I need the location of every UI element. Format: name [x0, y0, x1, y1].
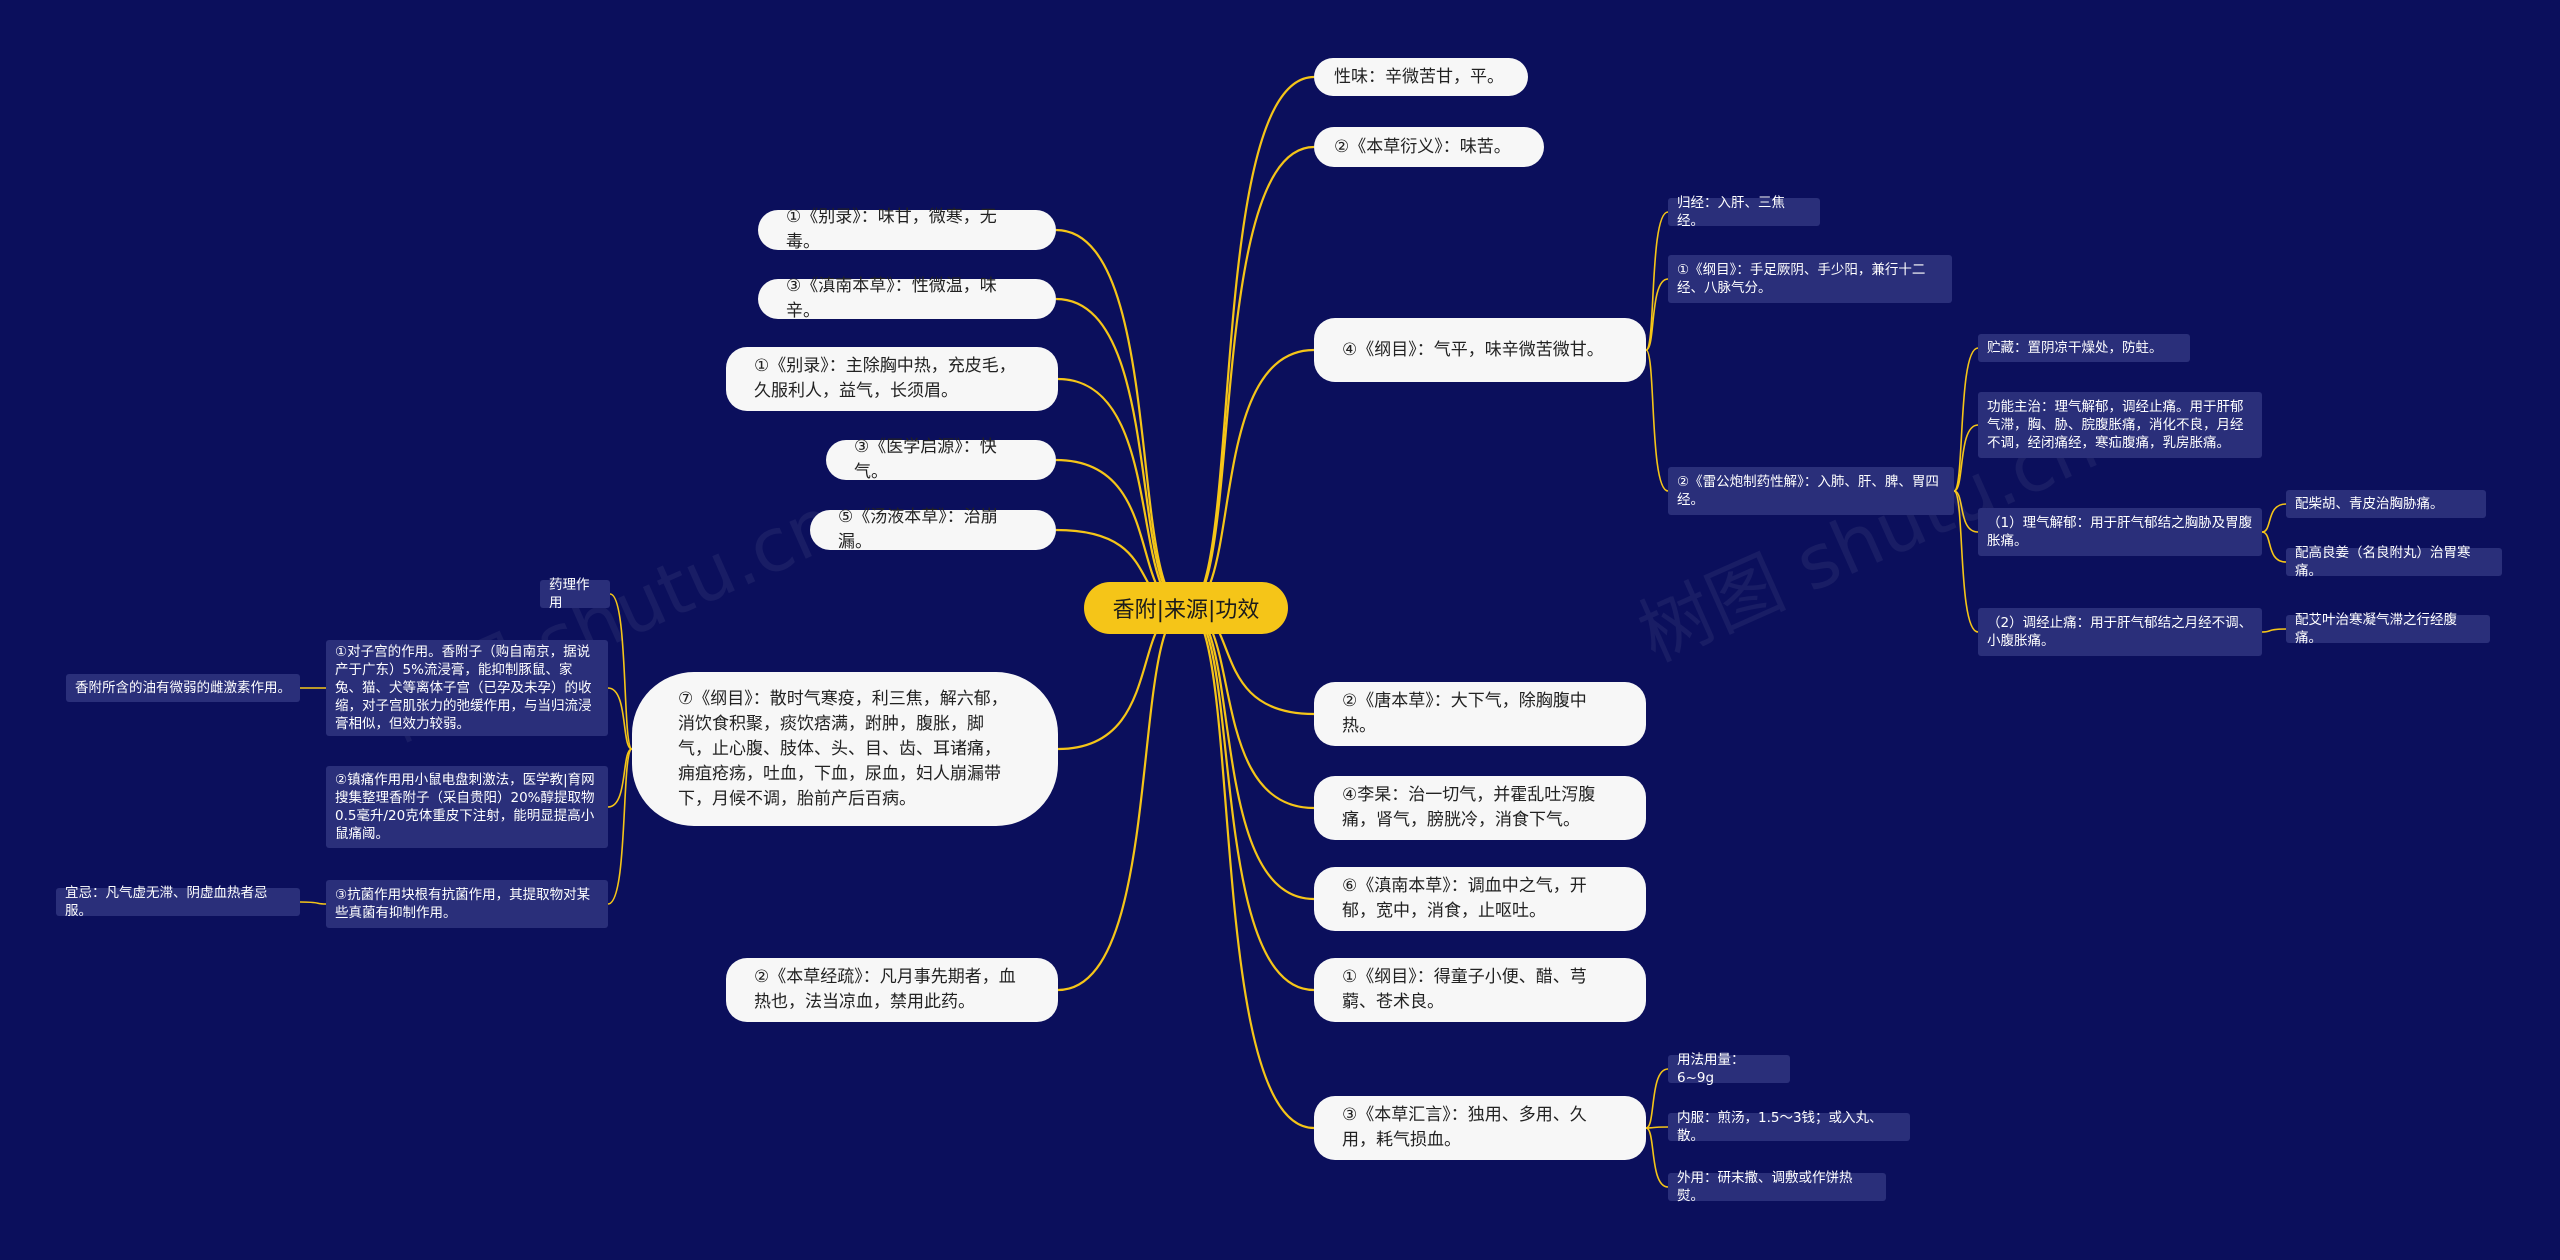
connector-c3-2	[1953, 490, 1979, 533]
node-yaoli-zuoyong[interactable]: 药理作用	[540, 577, 610, 611]
node-kangjun[interactable]: ③抗菌作用块根有抗菌作用，其提取物对某些真菌有抑制作用。	[326, 880, 608, 928]
node-zhucang[interactable]: 贮藏：置阴凉干燥处，防蛀。	[1978, 334, 2190, 362]
branch-ligao[interactable]: ④李杲：治一切气，并霍乱吐泻腹痛，肾气，膀胱冷，消食下气。	[1314, 776, 1646, 840]
connector-root-right-6	[1185, 606, 1315, 992]
branch-bielu-weigan[interactable]: ①《别录》：味甘，微寒，无毒。	[758, 207, 1056, 252]
connector-d4-0	[2261, 628, 2287, 633]
connector-r8-0	[1645, 1068, 1669, 1129]
connector-l6-2	[607, 748, 633, 808]
connector-root-left-1	[1055, 297, 1187, 610]
node-gongneng-zhuzhi[interactable]: 功能主治：理气解郁，调经止痛。用于肝郁气滞，胸、胁、脘腹胀痛，消化不良，月经不调…	[1978, 392, 2262, 458]
branch-gangmu-sanshi[interactable]: ⑦《纲目》：散时气寒疫，利三焦，解六郁，消饮食积聚，痰饮痞满，跗肿，腹胀，脚气，…	[632, 672, 1058, 826]
connector-g4-0	[299, 901, 327, 905]
connector-d3-1	[2261, 531, 2287, 563]
node-leigong[interactable]: ②《雷公炮制药性解》：入肺、肝、脾、胃四经。	[1668, 467, 1954, 515]
branch-bencao-jingshu[interactable]: ②《本草经疏》：凡月事先期者，血热也，法当凉血，禁用此药。	[726, 958, 1058, 1022]
branch-diannan-tiaoxue[interactable]: ⑥《滇南本草》：调血中之气，开郁，宽中，消食，止呕吐。	[1314, 867, 1646, 931]
connector-root-left-0	[1055, 228, 1187, 610]
connector-c3-0	[1953, 347, 1979, 492]
branch-yixue-qiyuan[interactable]: ③《医学启源》：快气。	[826, 437, 1056, 482]
branch-gangmu-qiping[interactable]: ④《纲目》：气平，味辛微苦微甘。	[1314, 318, 1646, 382]
connector-r8-2	[1645, 1127, 1669, 1188]
branch-bencao-yanyi[interactable]: ②《本草衍义》：味苦。	[1314, 127, 1544, 167]
branch-tangye-bencao[interactable]: ⑤《汤液本草》：治崩漏。	[810, 507, 1056, 552]
node-gaoliangjiang[interactable]: 配高良姜（名良附丸）治胃寒痛。	[2286, 545, 2502, 579]
connector-l6-3	[607, 748, 633, 905]
connector-l6-0	[609, 593, 633, 750]
connector-root-right-1	[1185, 145, 1315, 610]
branch-xingwei[interactable]: 性味：辛微苦甘，平。	[1314, 58, 1528, 96]
connector-r8-1	[1645, 1126, 1669, 1129]
connector-r3-2	[1645, 349, 1669, 492]
branch-gangmu-tongzi[interactable]: ①《纲目》：得童子小便、醋、芎藭、苍术良。	[1314, 958, 1646, 1022]
node-aiye[interactable]: 配艾叶治寒凝气滞之行经腹痛。	[2286, 612, 2490, 646]
node-zigong-zuoyong[interactable]: ①对子宫的作用。香附子（购自南京，据说产于广东）5%流浸膏，能抑制豚鼠、家兔、猫…	[326, 640, 608, 736]
connector-root-right-2	[1185, 348, 1315, 610]
connector-r3-1	[1645, 278, 1669, 351]
node-gangmu-shouzu[interactable]: ①《纲目》：手足厥阴、手少阳，兼行十二经、八脉气分。	[1668, 255, 1952, 303]
root-node[interactable]: 香附|来源|功效	[1084, 582, 1288, 634]
node-cijisu[interactable]: 香附所含的油有微弱的雌激素作用。	[66, 674, 300, 702]
connector-c3-3	[1953, 490, 1979, 633]
node-tiaojing-zhitong[interactable]: （2）调经止痛：用于肝气郁结之月经不调、小腹胀痛。	[1978, 608, 2262, 656]
connector-root-right-7	[1185, 606, 1315, 1130]
node-yiji[interactable]: 宜忌：凡气虚无滞、阴虚血热者忌服。	[56, 885, 300, 919]
node-guijing[interactable]: 归经：入肝、三焦经。	[1668, 195, 1820, 229]
node-neifu[interactable]: 内服：煎汤，1.5～3钱；或入丸、散。	[1668, 1110, 1910, 1144]
connector-root-right-5	[1185, 606, 1315, 901]
connector-l6-1	[607, 687, 633, 750]
connector-d3-0	[2261, 503, 2287, 533]
branch-bencao-huiyan[interactable]: ③《本草汇言》：独用、多用、久用，耗气损血。	[1314, 1096, 1646, 1160]
connector-root-left-6	[1057, 606, 1187, 992]
branch-tang-bencao[interactable]: ②《唐本草》：大下气，除胸腹中热。	[1314, 682, 1646, 746]
node-liqi-jieyu[interactable]: （1）理气解郁：用于肝气郁结之胸胁及胃腹胀痛。	[1978, 508, 2262, 556]
node-chaihu[interactable]: 配柴胡、青皮治胸胁痛。	[2286, 490, 2486, 518]
connector-r3-0	[1645, 211, 1669, 351]
node-zhentong[interactable]: ②镇痛作用用小鼠电盘刺激法，医学教|育网搜集整理香附子（采自贵阳）20%醇提取物…	[326, 766, 608, 848]
connector-c3-1	[1953, 424, 1979, 492]
branch-bielu-zhuchu[interactable]: ①《别录》：主除胸中热，充皮毛，久服利人，益气，长须眉。	[726, 347, 1058, 411]
branch-diannan-xingwei[interactable]: ③《滇南本草》：性微温，味辛。	[758, 276, 1056, 321]
connector-root-right-0	[1185, 75, 1315, 610]
node-waiyong[interactable]: 外用：研末撒、调敷或作饼热熨。	[1668, 1170, 1886, 1204]
node-yongfa[interactable]: 用法用量：6~9g	[1668, 1052, 1790, 1086]
